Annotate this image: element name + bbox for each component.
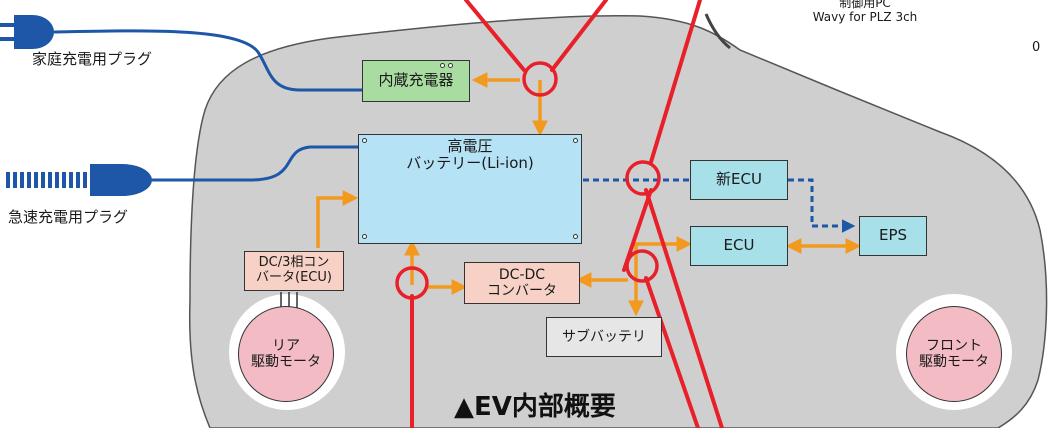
eps-label: EPS	[878, 226, 908, 245]
car-body	[188, 15, 1048, 428]
antenna-line	[704, 13, 731, 50]
battery-label-line2: バッテリー(Li-ion)	[406, 154, 534, 173]
three-phase-converter-box: DC/3相コン バータ(ECU)	[244, 251, 344, 291]
dash-newecu-eps	[788, 178, 856, 233]
probe-line-b	[550, 0, 608, 72]
battery-screw-icon	[362, 138, 367, 143]
arrow-to-ecu	[634, 236, 693, 282]
dcdc-converter-box: DC-DC コンバータ	[464, 262, 580, 304]
probe-point-dcdc	[625, 249, 659, 283]
home-cable	[53, 29, 362, 92]
home-plug-label: 家庭充電用プラグ	[32, 50, 153, 68]
arrow-converter-battery	[316, 190, 359, 248]
sub-battery-label: サブバッテリ	[562, 328, 646, 345]
probe-line-c	[649, 0, 702, 164]
quick-cable	[152, 145, 362, 182]
quick-plug-label: 急速充電用プラグ	[8, 208, 129, 226]
probe-line-e	[644, 188, 724, 428]
charger-screw-icon	[440, 63, 445, 68]
onboard-charger-label: 内蔵充電器	[378, 71, 454, 90]
three-phase-label-line2: バータ(ECU)	[256, 270, 332, 285]
ecu-label: ECU	[723, 236, 755, 255]
rear-motor-label-line1: リア	[272, 337, 300, 354]
front-motor-label-line1: フロント	[926, 337, 982, 354]
sub-battery-box: サブバッテリ	[546, 317, 662, 357]
dcdc-label-line2: コンバータ	[487, 283, 557, 299]
diagram-caption: ▲EV内部概要	[454, 392, 616, 422]
probe-point-battery	[395, 266, 429, 300]
probe-point-signal	[625, 160, 661, 196]
battery-label-line1: 高電圧	[447, 137, 493, 155]
battery-screw-icon	[362, 234, 367, 239]
rear-motor-label-line2: 駆動モータ	[251, 354, 321, 370]
rear-motor-circle: リア 駆動モータ	[238, 306, 334, 402]
probe-line-g	[644, 276, 700, 428]
front-motor-circle: フロント 駆動モータ	[906, 306, 1002, 402]
pc-sublabel: Wavy for PLZ 3ch	[812, 10, 918, 24]
new-ecu-label: 新ECU	[716, 170, 762, 189]
pc-label: 制御用PC	[839, 0, 891, 10]
quick-plug-icon	[6, 164, 152, 196]
ecu-box: ECU	[690, 226, 788, 266]
charger-screw-icon	[448, 63, 453, 68]
battery-box: 高電圧 バッテリー(Li-ion)	[358, 134, 582, 244]
home-plug-icon	[0, 15, 54, 49]
battery-screw-icon	[573, 138, 578, 143]
three-phase-label-line1: DC/3相コン	[258, 255, 330, 271]
dcdc-label-line1: DC-DC	[498, 266, 546, 283]
battery-screw-icon	[573, 234, 578, 239]
probe-point-charger	[522, 61, 558, 97]
onboard-charger-box: 内蔵充電器	[362, 60, 470, 102]
eps-box: EPS	[859, 216, 927, 256]
front-motor-label-line2: 駆動モータ	[919, 354, 989, 370]
counter-readout: 0	[1032, 40, 1041, 55]
new-ecu-box: 新ECU	[690, 160, 788, 200]
probe-line-a	[464, 0, 526, 72]
